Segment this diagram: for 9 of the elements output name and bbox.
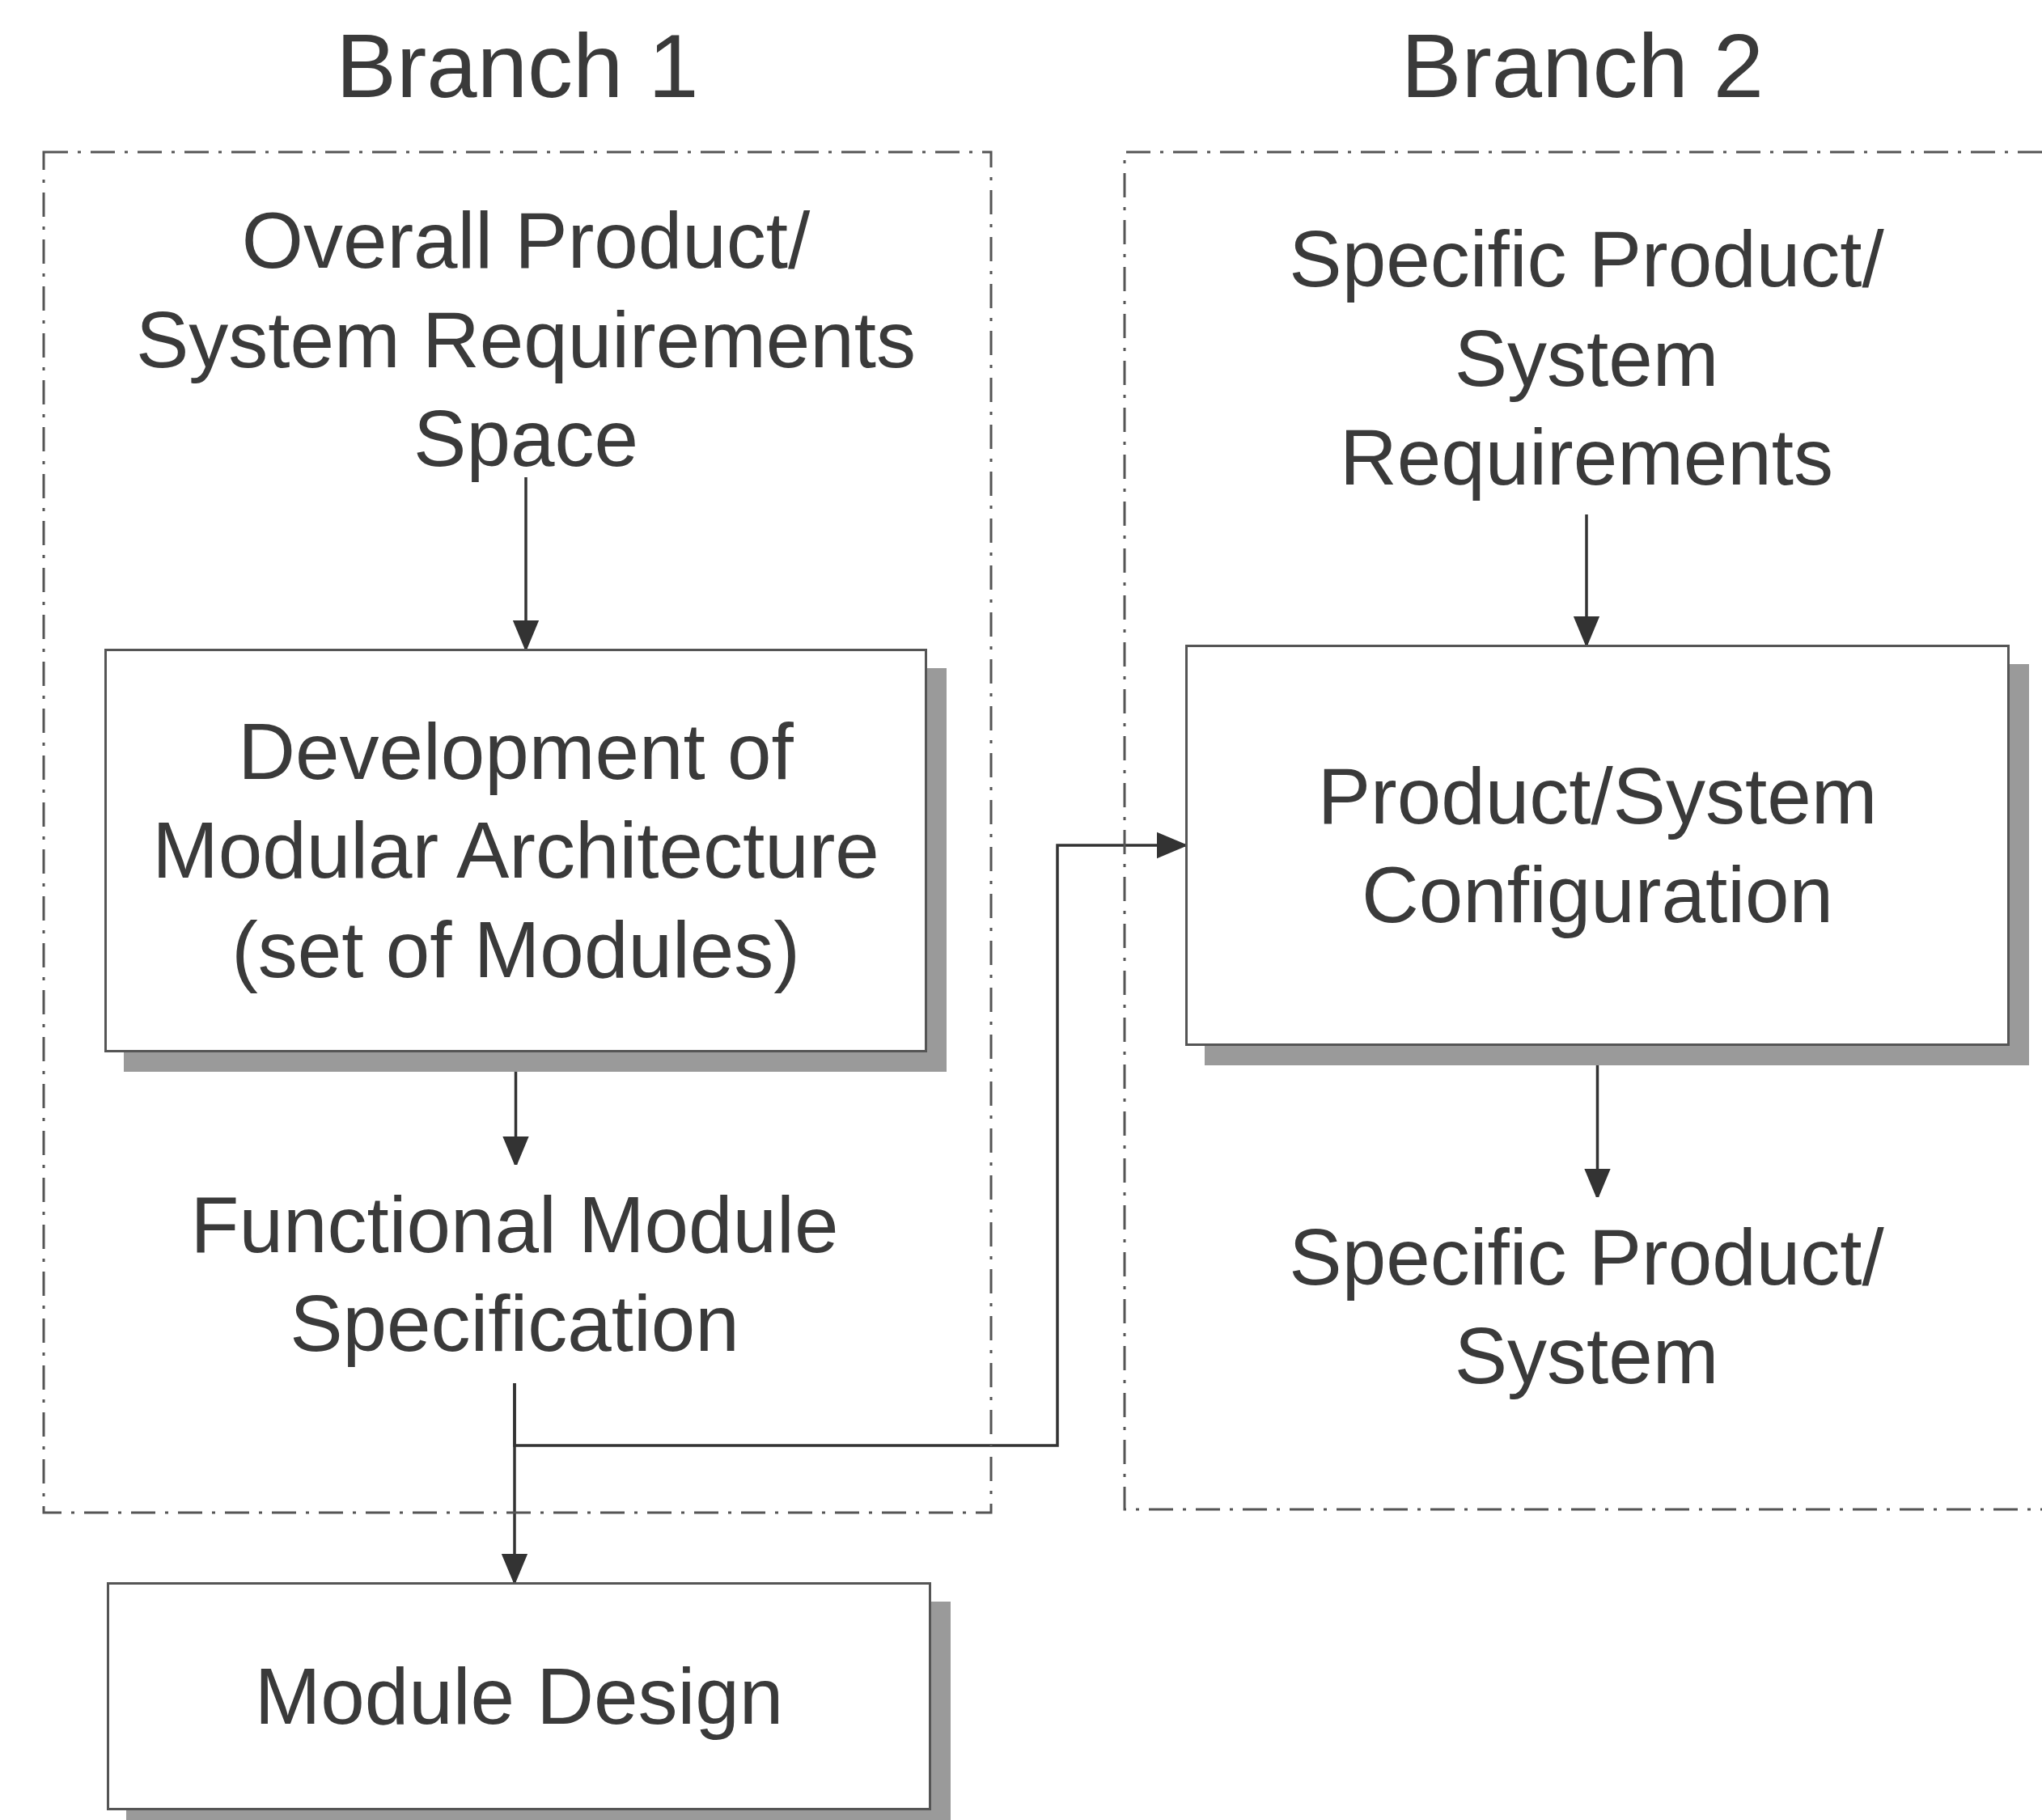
flow-text: Specific Product/ System	[1288, 1211, 1885, 1402]
group-heading: Branch 1	[335, 16, 700, 116]
flow-text: Overall Product/ System Requirements Space	[135, 195, 917, 485]
arrow	[513, 832, 1187, 1447]
group-heading: Branch 2	[1400, 16, 1765, 116]
arrow	[512, 477, 540, 650]
arrow	[1573, 514, 1600, 646]
flow-text: Specific Product/ System Requirements	[1288, 214, 1885, 504]
flow-text: Functional Module Specification	[189, 1179, 840, 1369]
